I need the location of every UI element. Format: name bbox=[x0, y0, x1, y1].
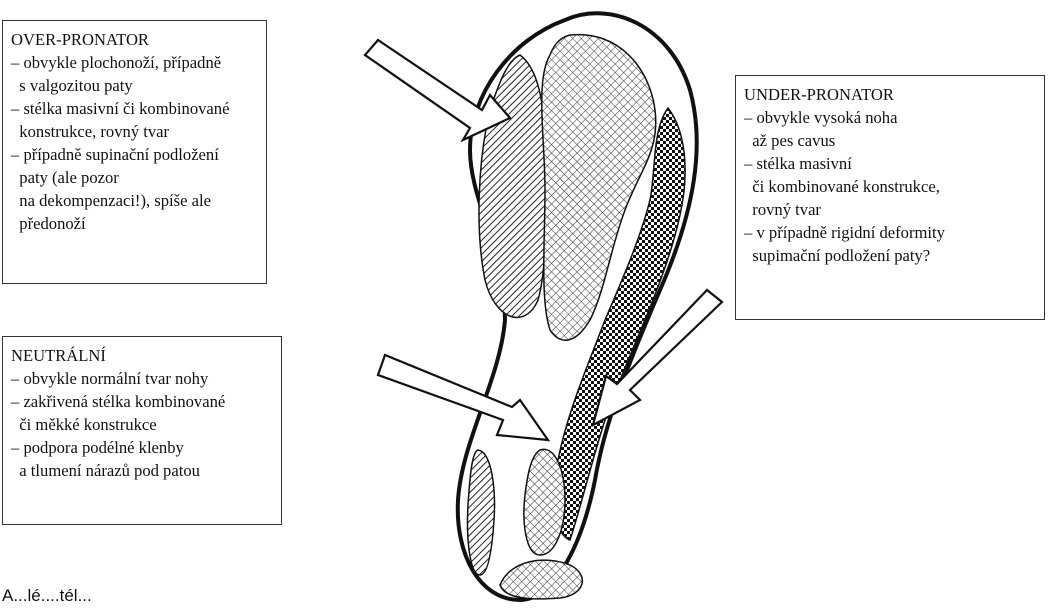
neutral-title: NEUTRÁLNÍ bbox=[11, 344, 273, 367]
over-pronator-line: – případně supinační podložení bbox=[11, 143, 258, 166]
over-pronator-line: – stélka masivní či kombinované bbox=[11, 97, 258, 120]
under-pronator-title: UNDER-PRONATOR bbox=[744, 83, 1036, 106]
neutral-line: – zakřivená stélka kombinované bbox=[11, 390, 273, 413]
over-pronator-line: s valgozitou paty bbox=[11, 74, 258, 97]
over-pronator-line: paty (ale pozor bbox=[11, 166, 258, 189]
over-pronator-line: konstrukce, rovný tvar bbox=[11, 120, 258, 143]
under-pronator-line: supimační podložení paty? bbox=[744, 244, 1036, 267]
over-pronator-line: – obvykle plochonoží, případně bbox=[11, 51, 258, 74]
under-pronator-line: rovný tvar bbox=[744, 198, 1036, 221]
cut-off-caption: A...lé....tél... bbox=[2, 585, 92, 607]
under-pronator-line: či kombinované konstrukce, bbox=[744, 175, 1036, 198]
neutral-line: a tlumení nárazů pod patou bbox=[11, 459, 273, 482]
over-pronator-line: předonoží bbox=[11, 212, 258, 235]
under-pronator-line: – obvykle vysoká noha bbox=[744, 106, 1036, 129]
neutral-box: NEUTRÁLNÍ – obvykle normální tvar nohy –… bbox=[2, 336, 282, 525]
under-pronator-line: až pes cavus bbox=[744, 129, 1036, 152]
neutral-line: – podpora podélné klenby bbox=[11, 436, 273, 459]
over-pronator-box: OVER-PRONATOR – obvykle plochonoží, příp… bbox=[2, 20, 267, 284]
heel-medial-zone bbox=[468, 450, 495, 575]
neutral-line: – obvykle normální tvar nohy bbox=[11, 367, 273, 390]
under-pronator-box: UNDER-PRONATOR – obvykle vysoká noha až … bbox=[735, 75, 1045, 320]
under-pronator-line: – stélka masivní bbox=[744, 152, 1036, 175]
neutral-line: či měkké konstrukce bbox=[11, 413, 273, 436]
over-pronator-title: OVER-PRONATOR bbox=[11, 28, 258, 51]
over-pronator-line: na dekompenzaci!), spíše ale bbox=[11, 189, 258, 212]
under-pronator-line: – v případně rigidní deformity bbox=[744, 221, 1036, 244]
